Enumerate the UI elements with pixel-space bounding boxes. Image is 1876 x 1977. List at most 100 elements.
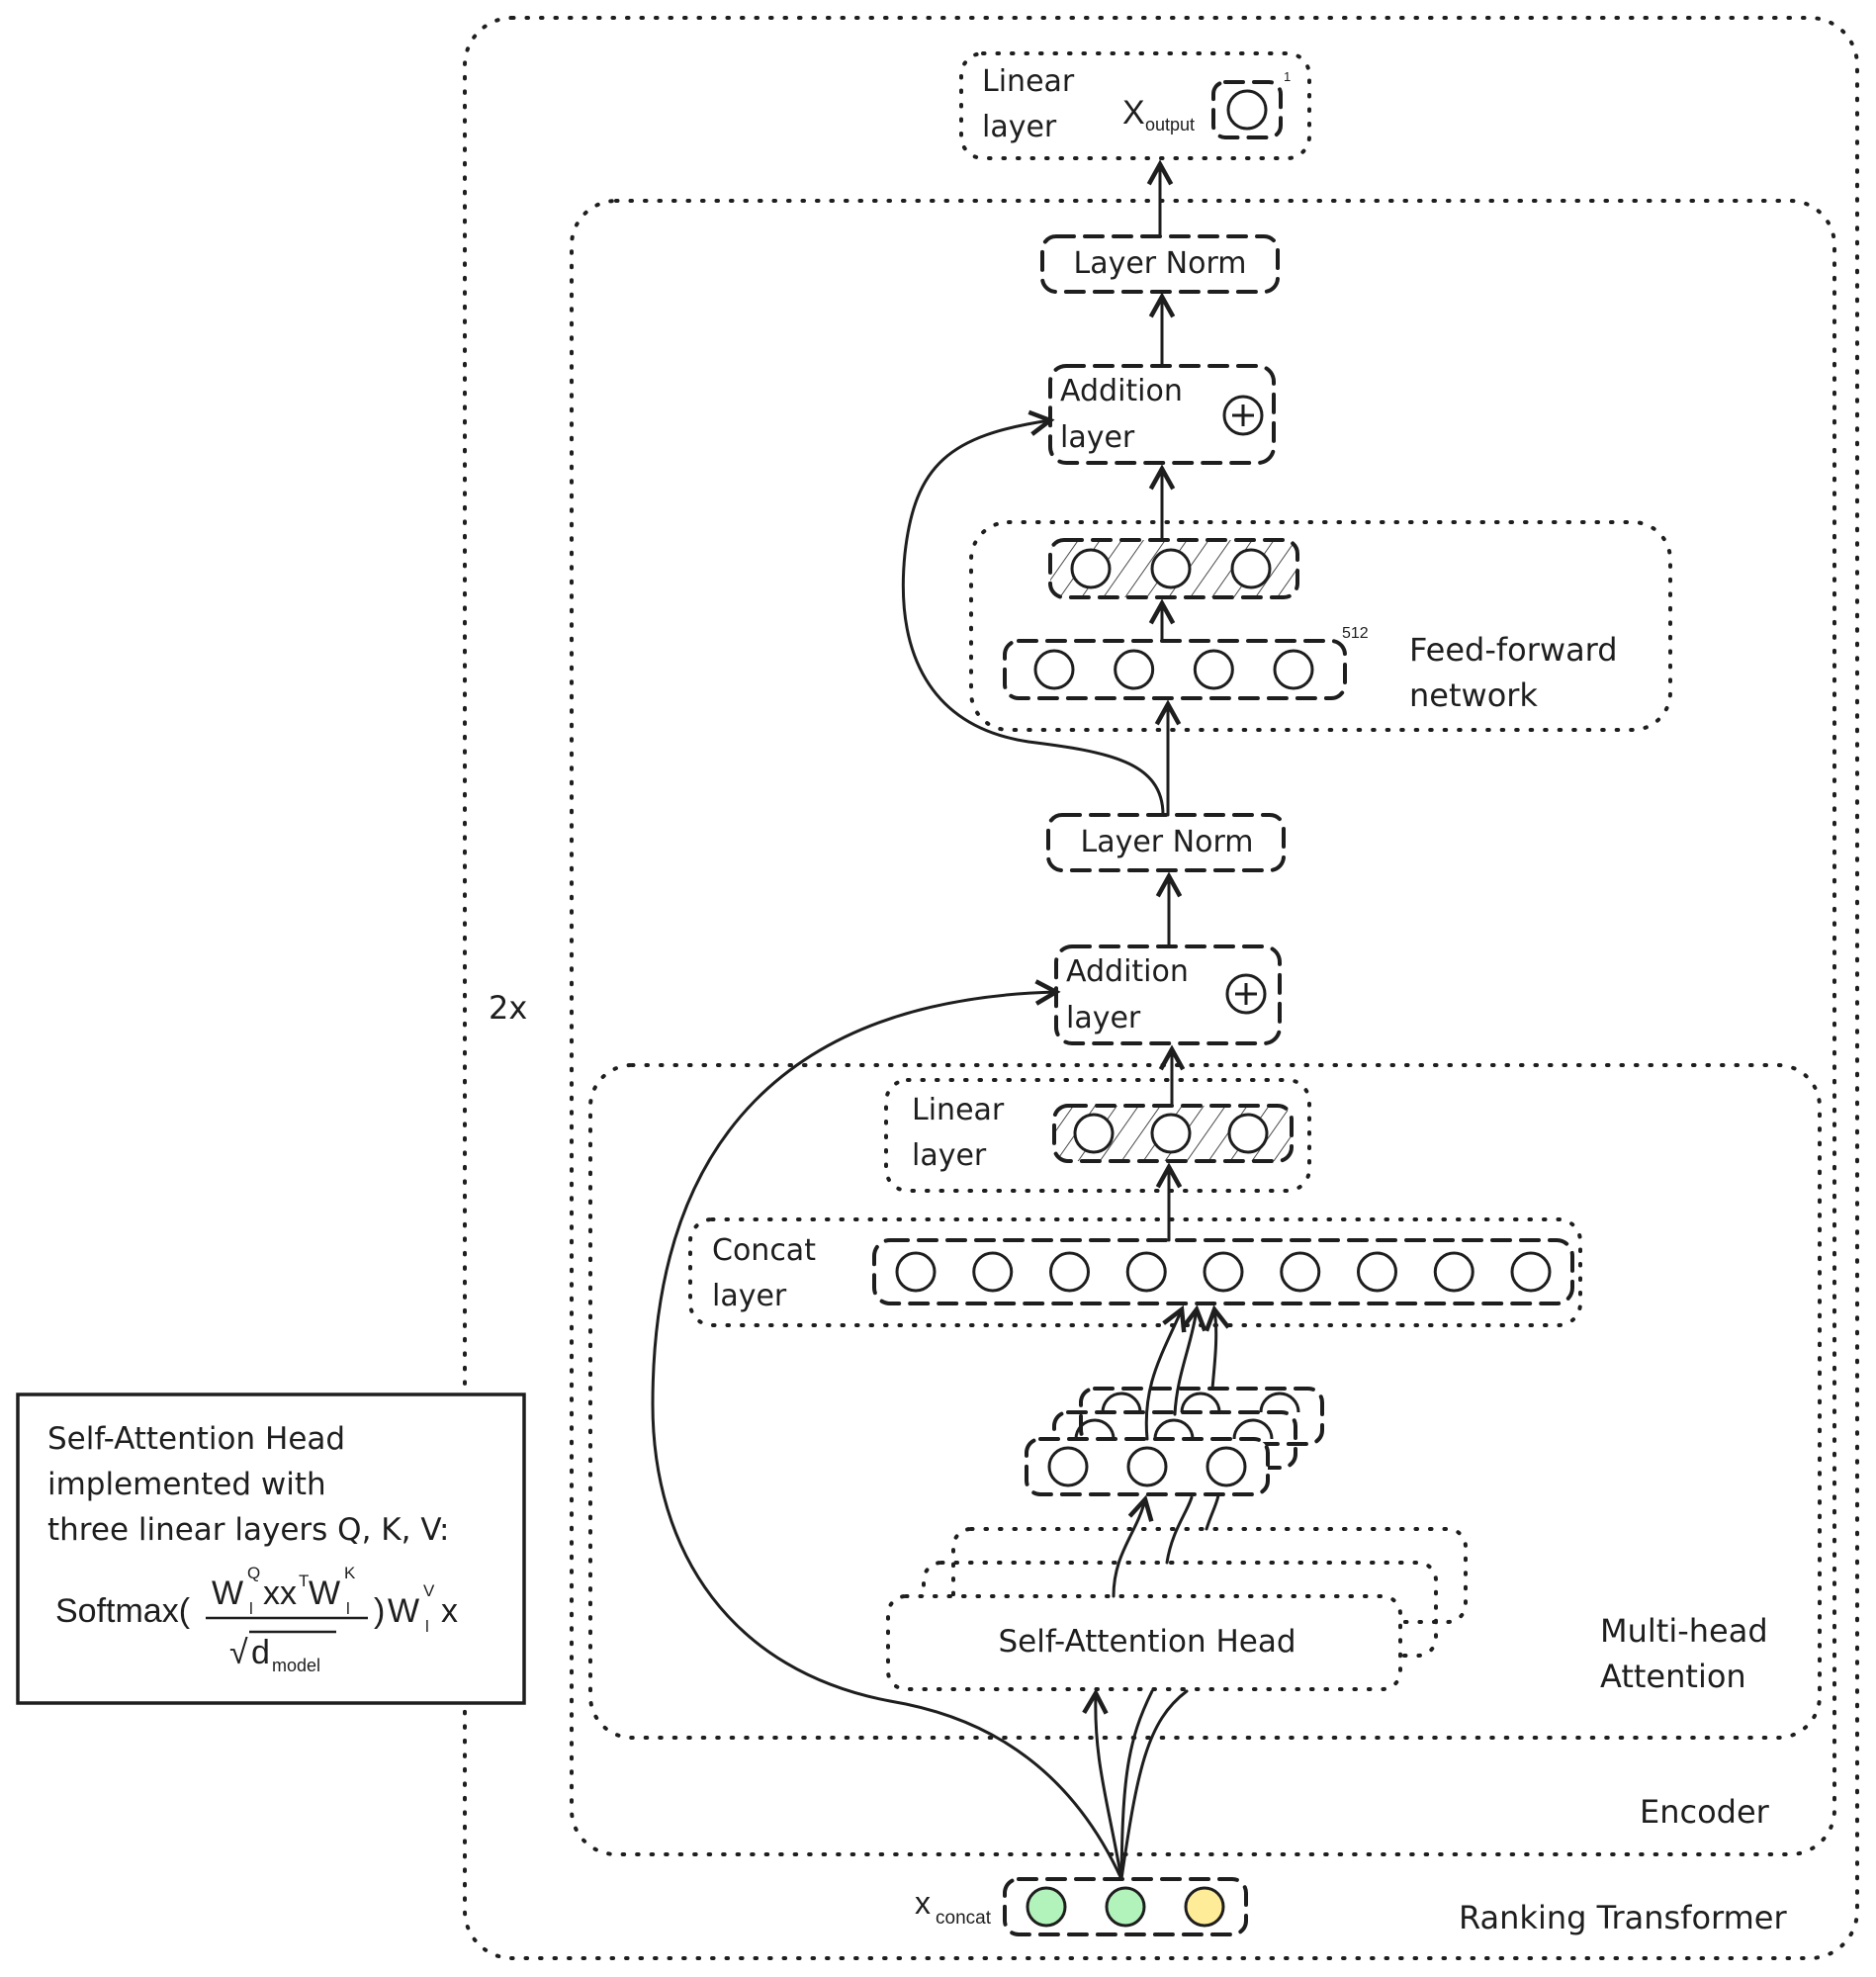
- output-var-main: X: [1122, 94, 1145, 132]
- head-output-neuron: [1047, 1446, 1089, 1487]
- concat-neuron: [1125, 1251, 1167, 1293]
- ffn-hidden-neuron: [1273, 649, 1314, 690]
- attention-formula: Softmax( W Q l xx T W K l √ d model ) W …: [55, 1564, 458, 1675]
- formula-denominator-sub: model: [272, 1656, 320, 1675]
- ffn-hidden-size-label: 512: [1342, 625, 1369, 642]
- arrow-head-to-output-3: [1205, 1493, 1220, 1531]
- skip-connection-bottom: [651, 992, 1123, 1881]
- output-linear-label-line1: Linear: [982, 64, 1075, 99]
- output-linear-label-line2: layer: [982, 110, 1057, 144]
- ffn-hidden-neurons: [1033, 649, 1314, 690]
- formula-denominator-root: √: [229, 1634, 248, 1671]
- encoder-container: [570, 199, 1836, 1856]
- head-stack-neuron-arc: [1153, 1418, 1195, 1440]
- addition-top-label-line1: Addition: [1060, 374, 1183, 408]
- mha-label-line2: Attention: [1600, 1658, 1746, 1695]
- skip-connection-top: [901, 420, 1165, 817]
- repeat-count-label: 2x: [489, 989, 527, 1027]
- mha-linear-label-line1: Linear: [912, 1093, 1005, 1127]
- layer-norm-top-label: Layer Norm: [1073, 246, 1246, 281]
- formula-prefix: Softmax(: [55, 1592, 191, 1630]
- encoder-label: Encoder: [1640, 1793, 1770, 1831]
- head-stack-neuron-arc: [1101, 1392, 1142, 1413]
- concat-neuron: [972, 1251, 1014, 1293]
- ffn-output-neurons: [1070, 548, 1272, 589]
- arrow-head-to-output-1: [1112, 1499, 1145, 1598]
- arrow-headout-to-concat-2: [1173, 1309, 1197, 1416]
- ffn-hidden-neuron: [1193, 649, 1234, 690]
- concat-label-line2: layer: [712, 1279, 787, 1313]
- head-stack-neuron-arc: [1232, 1418, 1274, 1440]
- head-stack-neuron-arcs: [1074, 1392, 1300, 1440]
- concat-neuron: [1280, 1251, 1321, 1293]
- head-output-neuron: [1126, 1446, 1168, 1487]
- arrow-head-to-output-2: [1165, 1495, 1194, 1565]
- head-output-neuron: [1206, 1446, 1247, 1487]
- input-neuron-box: [1003, 1877, 1248, 1936]
- output-neuron-box: [1211, 80, 1283, 139]
- output-neuron: [1226, 89, 1268, 131]
- ffn-hidden-neuron: [1033, 649, 1075, 690]
- self-attention-head-label: Self-Attention Head: [998, 1624, 1295, 1660]
- mha-label-line1: Multi-head: [1600, 1612, 1768, 1650]
- ffn-label-line2: network: [1409, 676, 1538, 714]
- mha-linear-layer-box: [884, 1078, 1311, 1193]
- input-neuron: [1026, 1886, 1067, 1928]
- mha-linear-neurons: [1073, 1113, 1269, 1154]
- ffn-output-neuron: [1150, 548, 1192, 589]
- input-neuron: [1184, 1886, 1225, 1928]
- input-neuron: [1105, 1886, 1146, 1928]
- arrow-headout-to-concat-1: [1144, 1309, 1182, 1441]
- addition-top-label-line2: layer: [1060, 420, 1135, 455]
- flow-arrows: [651, 164, 1220, 1881]
- formula-denominator-d: d: [251, 1634, 270, 1671]
- mha-linear-label-line2: layer: [912, 1138, 987, 1173]
- head-stack-neuron-arc: [1259, 1392, 1300, 1413]
- ffn-output-layer: [1048, 538, 1299, 599]
- formula-suffix-w: W: [388, 1592, 419, 1630]
- concat-neuron-box: [872, 1238, 1574, 1305]
- mha-linear-neuron: [1073, 1113, 1115, 1154]
- formula-suffix-x: x: [441, 1592, 458, 1630]
- concat-label-line1: Concat: [712, 1233, 816, 1268]
- input-neurons: [1026, 1886, 1225, 1928]
- input-var-main: x: [915, 1885, 931, 1921]
- concat-neuron: [895, 1251, 937, 1293]
- self-attention-head-stack-back: [951, 1527, 1468, 1624]
- head-output-stack-back: [1079, 1387, 1324, 1446]
- multi-head-attention-box: [588, 1063, 1822, 1740]
- ffn-hidden-neuron: [1114, 649, 1155, 690]
- head-output-neurons: [1047, 1446, 1247, 1487]
- concat-neurons: [895, 1251, 1552, 1293]
- formula-numerator-w1-sup: Q: [247, 1564, 260, 1582]
- mha-linear-neuron: [1227, 1113, 1269, 1154]
- arrow-input-to-head-3: [1119, 1689, 1189, 1881]
- output-size-label: 1: [1284, 69, 1291, 84]
- formula-close: ): [374, 1592, 385, 1630]
- formula-numerator-w2-sup: K: [344, 1564, 356, 1582]
- self-attention-head-bg: [888, 1596, 1400, 1689]
- layer-norm-middle: [1046, 813, 1286, 872]
- ffn-label-line1: Feed-forward: [1409, 631, 1618, 669]
- plus-circle-icon: [1225, 973, 1267, 1015]
- self-attention-note-box: [16, 1393, 526, 1705]
- arrow-input-to-head-1: [1096, 1693, 1123, 1881]
- formula-numerator-w2: W: [309, 1574, 340, 1612]
- formula-numerator-w1-sub: l: [249, 1599, 253, 1618]
- ranking-transformer-label: Ranking Transformer: [1459, 1899, 1787, 1936]
- arrow-headout-to-concat-3: [1212, 1309, 1216, 1391]
- note-line3: three linear layers Q, K, V:: [47, 1512, 449, 1548]
- layer-norm-middle-label: Layer Norm: [1080, 825, 1253, 859]
- formula-numerator-w1: W: [212, 1574, 243, 1612]
- output-linear-layer-box: [959, 51, 1311, 160]
- plus-circle-icon: [1222, 395, 1264, 436]
- feed-forward-network-box: [969, 520, 1672, 732]
- note-line2: implemented with: [47, 1467, 326, 1502]
- self-attention-head-stack-middle: [922, 1561, 1438, 1658]
- note-line1: Self-Attention Head: [47, 1421, 345, 1457]
- concat-neuron: [1203, 1251, 1244, 1293]
- concat-neuron: [1049, 1251, 1090, 1293]
- ffn-output-neuron: [1070, 548, 1112, 589]
- formula-numerator-t: T: [299, 1572, 309, 1590]
